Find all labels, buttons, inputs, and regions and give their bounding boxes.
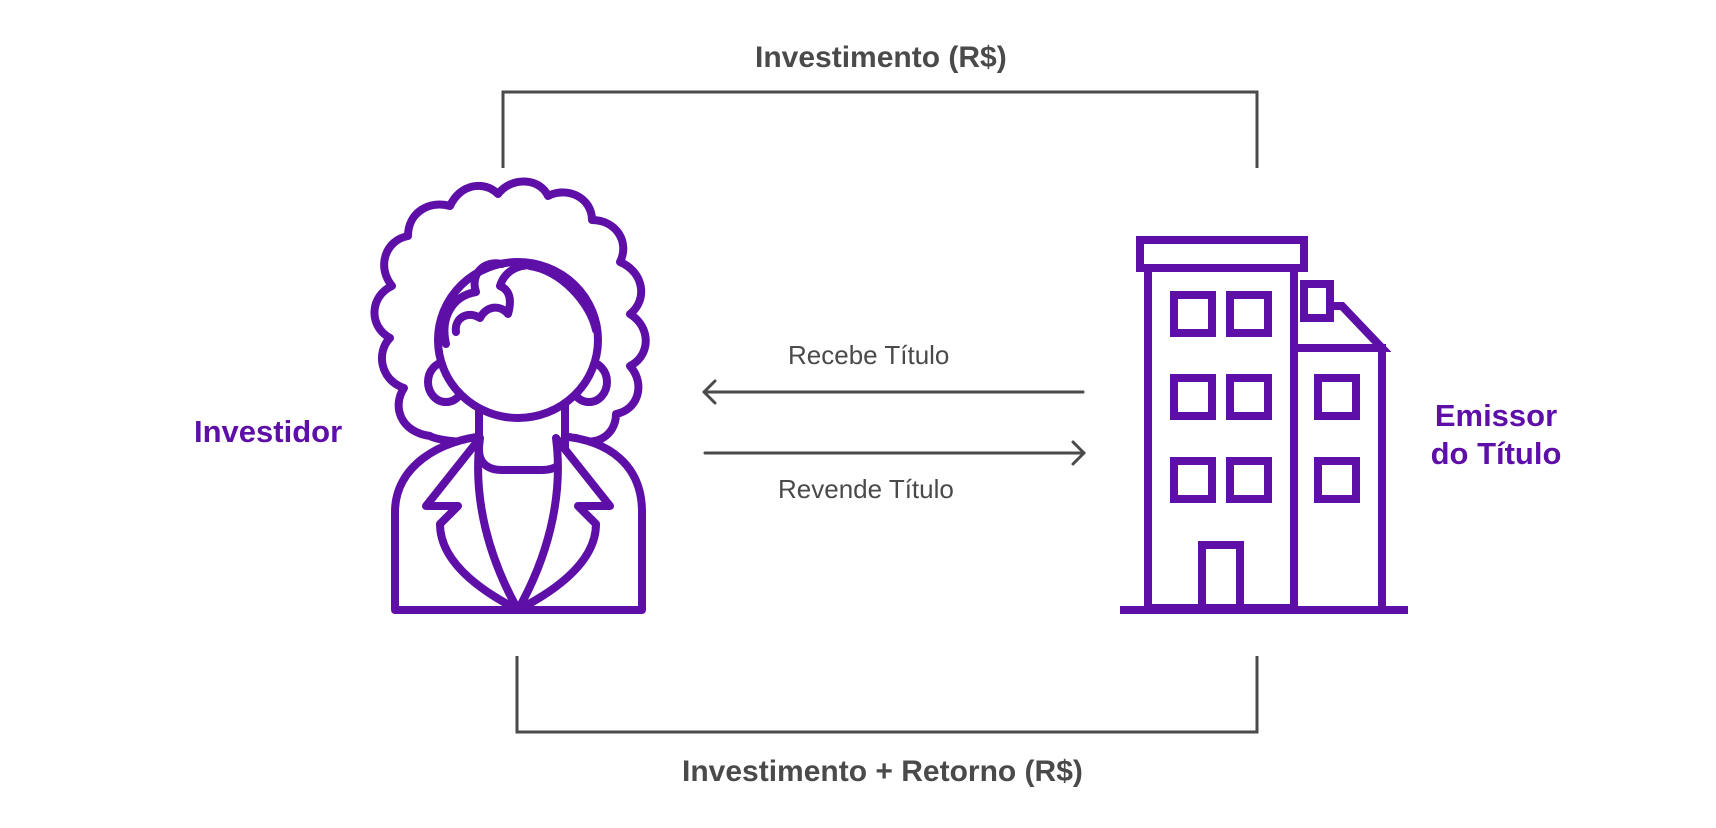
top-flow-label: Investimento (R$) [755,41,1007,74]
building-icon [1120,236,1408,614]
investor-label: Investidor [194,414,343,449]
receive-title-label: Recebe Título [788,340,950,370]
issuer-label: Emissor do Título [1400,397,1592,473]
issuer-label-line2: do Título [1430,436,1562,471]
bottom-flow-label: Investimento + Retorno (R$) [682,755,1083,788]
resell-arrow [703,440,1086,466]
top-flow-bracket [501,90,1259,168]
receive-arrow [702,379,1085,405]
resell-title-label: Revende Título [778,474,954,504]
bottom-flow-bracket [515,656,1259,734]
issuer-label-line1: Emissor [1434,398,1558,433]
investor-woman-icon [370,177,650,614]
